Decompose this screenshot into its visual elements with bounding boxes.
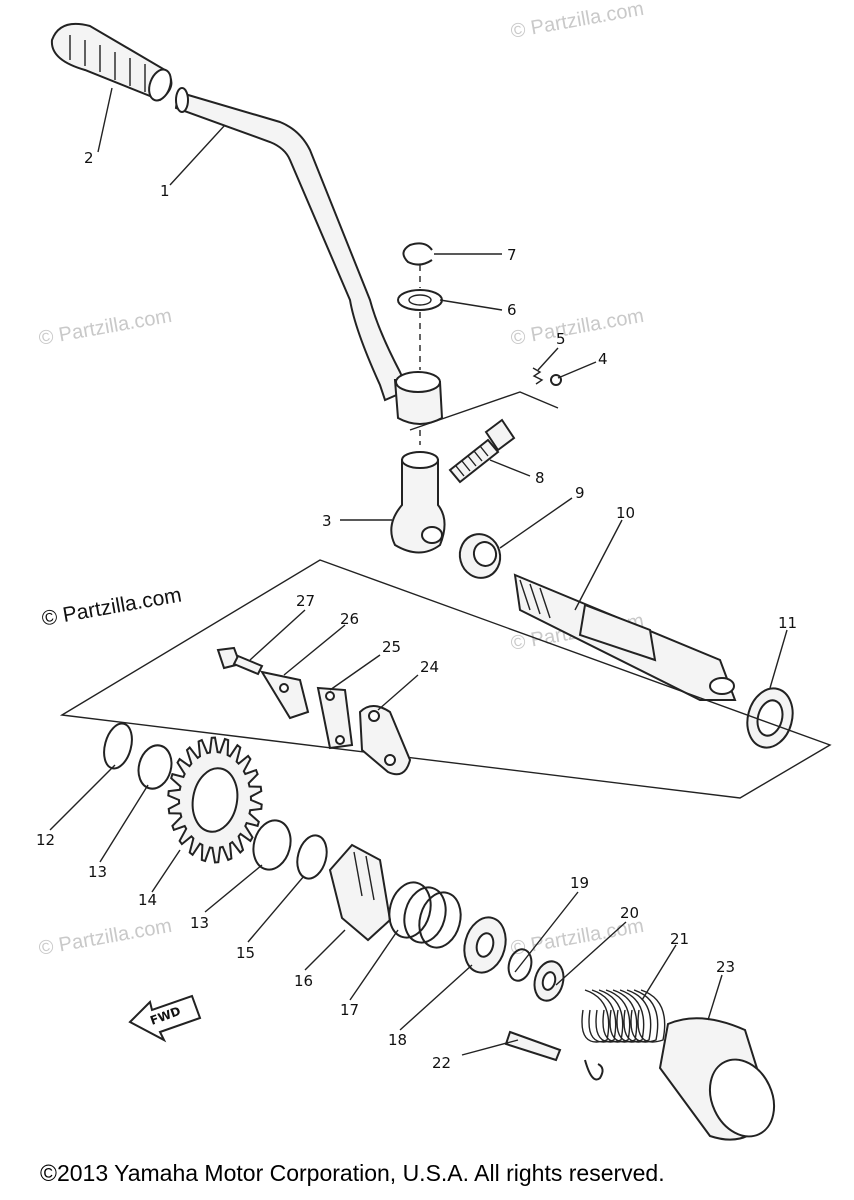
callout-15: 15 [236, 944, 255, 962]
part-6-washer[interactable] [397, 289, 443, 311]
watermark-top-right: © Partzilla.com [509, 0, 646, 43]
part-9-oil-seal[interactable] [455, 530, 505, 583]
part-17-ratchet-spring[interactable] [383, 878, 466, 952]
callout-18: 18 [388, 1031, 407, 1049]
watermark-lower-left: © Partzilla.com [37, 915, 174, 960]
callout-8: 8 [535, 469, 545, 487]
part-7-circlip[interactable] [402, 242, 433, 266]
callout-14: 14 [138, 891, 157, 909]
callout-1: 1 [160, 182, 170, 200]
callout-9: 9 [575, 484, 585, 502]
part-20-washer[interactable] [530, 958, 567, 1004]
callout-26: 26 [340, 610, 359, 628]
callout-labels: 2 1 7 6 5 4 8 3 9 10 11 12 13 14 13 15 1… [36, 149, 797, 1072]
callout-19: 19 [570, 874, 589, 892]
part-10-kick-axle[interactable] [513, 573, 737, 701]
sub-assembly-outline [59, 559, 832, 799]
part-26-plate[interactable] [259, 670, 310, 720]
callout-13-a: 13 [88, 863, 107, 881]
callout-2: 2 [84, 149, 94, 167]
callout-22: 22 [432, 1054, 451, 1072]
part-4-ball[interactable] [550, 374, 562, 386]
part-24-stopper-plate[interactable] [358, 705, 412, 776]
part-13-washer-b[interactable] [248, 816, 296, 874]
callout-11: 11 [778, 614, 797, 632]
callout-7: 7 [507, 246, 517, 264]
callout-25: 25 [382, 638, 401, 656]
part-19-circlip[interactable] [505, 947, 535, 984]
part-11-washer[interactable] [741, 683, 799, 752]
callout-20: 20 [620, 904, 639, 922]
part-12-circlip[interactable] [99, 720, 136, 771]
watermark-mid-right: © Partzilla.com [509, 305, 646, 350]
callout-16: 16 [294, 972, 313, 990]
callout-10: 10 [616, 504, 635, 522]
callout-17: 17 [340, 1001, 359, 1019]
part-21-torsion-spring[interactable] [581, 989, 666, 1081]
part-15-circlip[interactable] [293, 832, 331, 882]
callout-3: 3 [322, 512, 332, 530]
part-16-ratchet-wheel[interactable] [328, 843, 392, 942]
part-3-kick-boss[interactable] [390, 451, 446, 554]
callout-24: 24 [420, 658, 439, 676]
callout-6: 6 [507, 301, 517, 319]
callout-23: 23 [716, 958, 735, 976]
callout-12: 12 [36, 831, 55, 849]
callout-13-b: 13 [190, 914, 209, 932]
callout-21: 21 [670, 930, 689, 948]
fwd-label: FWD [148, 1004, 182, 1028]
part-5-spring[interactable] [532, 367, 544, 385]
part-25-guide-plate[interactable] [316, 686, 354, 750]
part-23-spring-cover[interactable] [658, 1017, 786, 1147]
part-2-kick-grip[interactable] [50, 22, 175, 104]
forward-direction-arrow: FWD [128, 994, 202, 1043]
callout-4: 4 [598, 350, 608, 368]
copyright-notice: ©2013 Yamaha Motor Corporation, U.S.A. A… [40, 1160, 665, 1186]
callout-27: 27 [296, 592, 315, 610]
part-22-spring-guide[interactable] [504, 1030, 562, 1062]
part-18-washer[interactable] [458, 913, 511, 977]
part-27-bolt[interactable] [216, 646, 264, 676]
callout-5: 5 [556, 330, 566, 348]
part-13-washer-a[interactable] [134, 742, 176, 793]
callout-leaders [49, 87, 788, 1056]
watermark-mid-left: © Partzilla.com [37, 305, 174, 350]
part-8-pinch-bolt[interactable] [448, 418, 516, 484]
part-1-kick-crank[interactable] [174, 87, 444, 425]
part-14-kick-gear[interactable] [167, 736, 263, 864]
